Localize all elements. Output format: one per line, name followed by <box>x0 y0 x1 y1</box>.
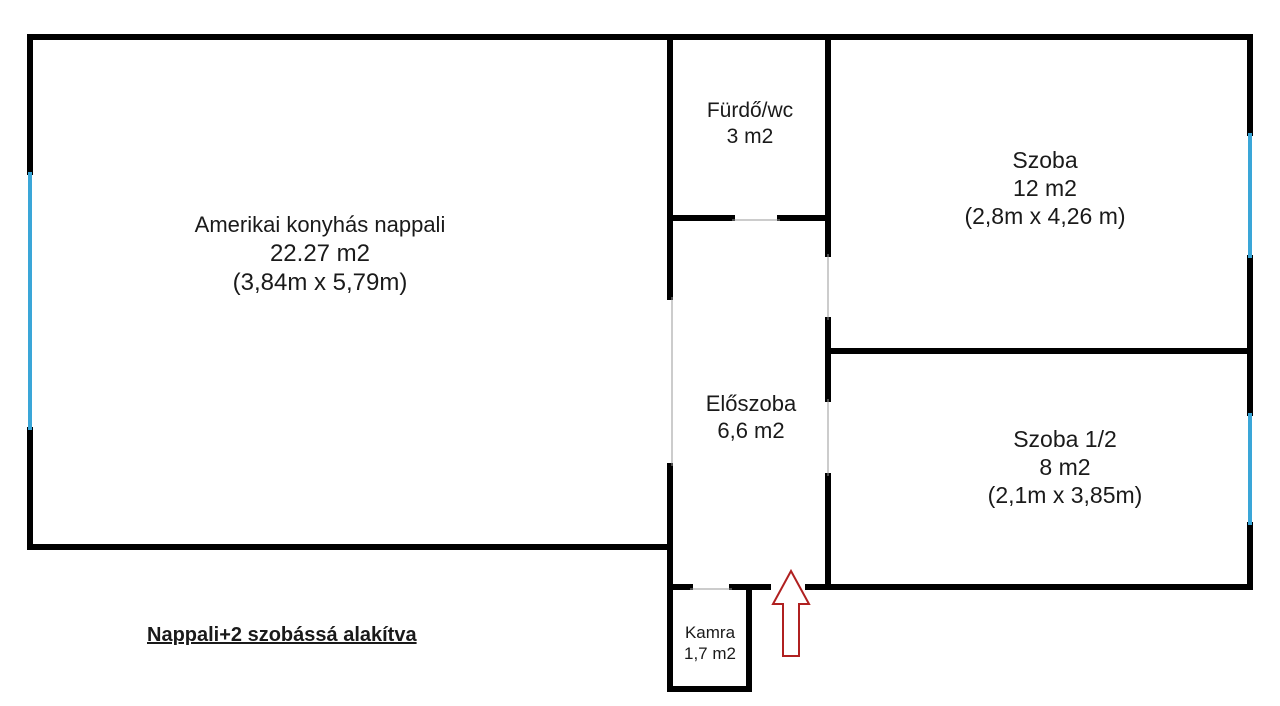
windows <box>28 133 1252 525</box>
room-living-label: Amerikai konyhás nappali 22.27 m2 (3,84m… <box>150 212 490 297</box>
room-hall-area: 6,6 m2 <box>717 417 785 443</box>
room-living-area: 22.27 m2 <box>269 239 371 267</box>
entrance-arrow-icon <box>771 568 811 657</box>
room-bath-area: 3 m2 <box>726 124 774 148</box>
plan-caption: Nappali+2 szobássá alakítva <box>147 624 417 646</box>
room-1-label: Szoba 12 m2 (2,8m x 4,26 m) <box>900 146 1190 230</box>
room-1-area: 12 m2 <box>1013 175 1077 202</box>
door-openings <box>671 219 829 590</box>
room-2-dims: (2,1m x 3,85m) <box>987 482 1143 509</box>
room-hall-name: Előszoba <box>705 391 797 416</box>
walls <box>27 34 1253 692</box>
room-living-name: Amerikai konyhás nappali <box>194 212 446 237</box>
room-2-name: Szoba 1/2 <box>1013 426 1117 452</box>
room-living-dims: (3,84m x 5,79m) <box>232 269 408 297</box>
room-2-area: 8 m2 <box>1039 454 1091 481</box>
room-hall-label: Előszoba 6,6 m2 <box>676 391 826 445</box>
room-pantry-name: Kamra <box>684 623 736 642</box>
room-1-name: Szoba <box>1012 147 1078 173</box>
room-2-label: Szoba 1/2 8 m2 (2,1m x 3,85m) <box>920 425 1210 509</box>
room-pantry-label: Kamra 1,7 m2 <box>672 623 748 664</box>
room-bath-name: Fürdő/wc <box>706 99 794 122</box>
room-bath-label: Fürdő/wc 3 m2 <box>680 98 820 149</box>
room-1-dims: (2,8m x 4,26 m) <box>964 203 1126 230</box>
room-pantry-area: 1,7 m2 <box>684 643 736 663</box>
